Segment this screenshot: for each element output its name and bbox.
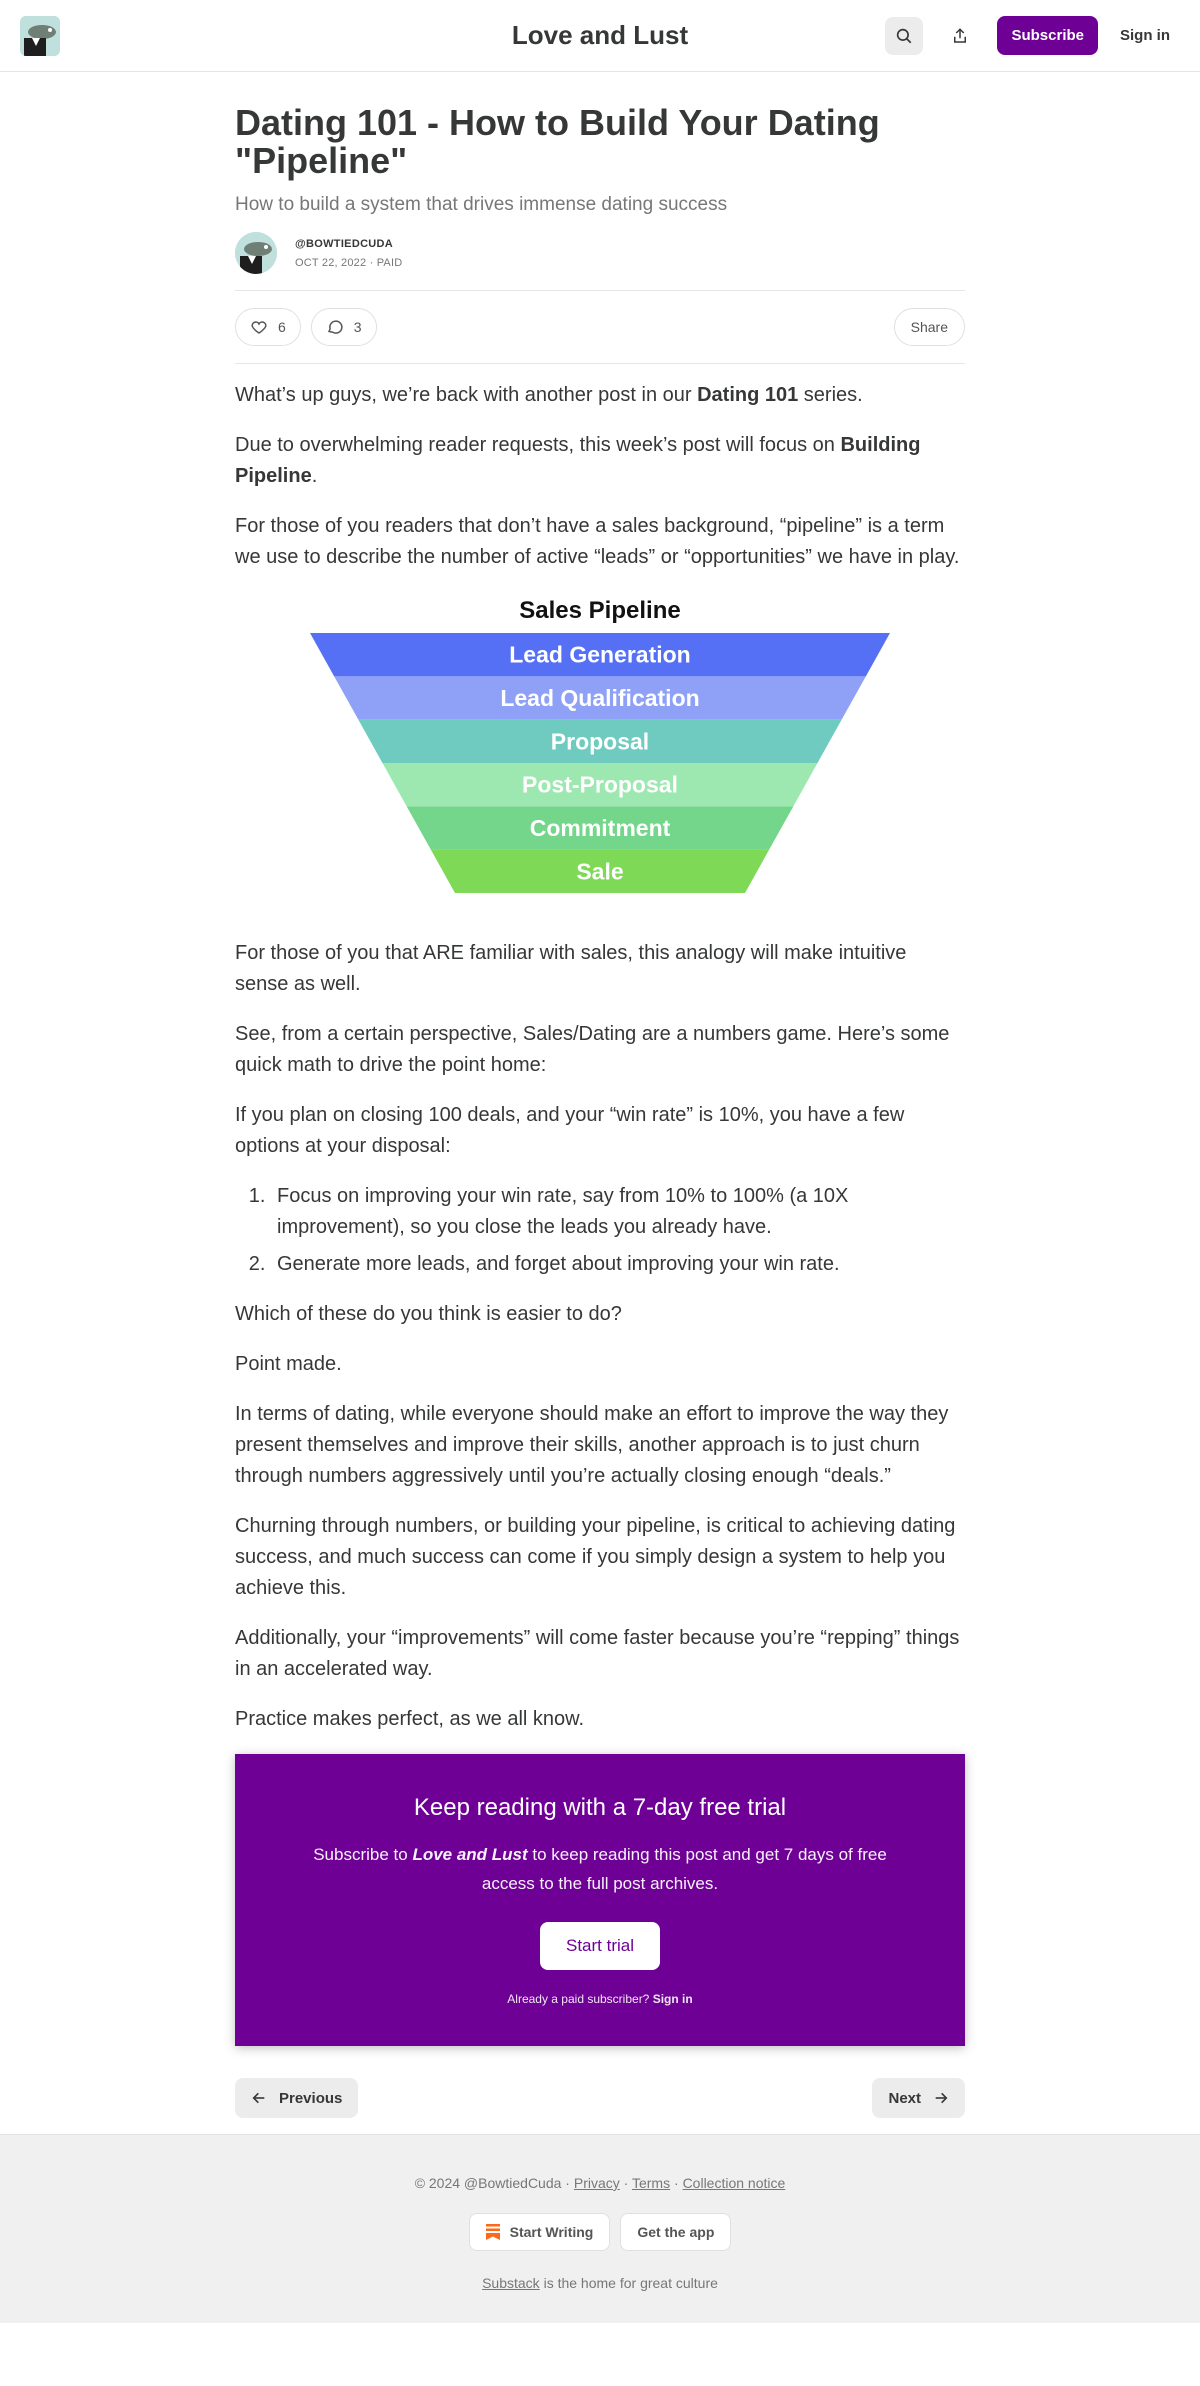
- paragraph: Practice makes perfect, as we all know.: [235, 1708, 585, 1730]
- paywall-heading: Keep reading with a 7-day free trial: [413, 1794, 787, 1821]
- funnel-stage-label: Proposal: [551, 728, 649, 754]
- figure-title: Sales Pipeline: [519, 597, 681, 624]
- paywall-box: Keep reading with a 7-day free trial Sub…: [235, 1754, 965, 2046]
- comment-count: 3: [353, 319, 362, 335]
- next-button[interactable]: Next: [872, 2078, 965, 2118]
- post-navigation: Previous Next: [235, 2078, 965, 2118]
- divider: [235, 290, 965, 291]
- post-title: Dating 101 - How to Build Your Dating "P…: [235, 102, 880, 181]
- share-header-button[interactable]: [941, 17, 979, 55]
- like-count: 6: [278, 319, 286, 335]
- byline: @BOWTIEDCUDA OCT 22, 2022 · PAID: [235, 232, 965, 274]
- funnel-stage: [406, 806, 794, 850]
- share-upload-icon: [954, 27, 967, 43]
- terms-link[interactable]: Terms: [631, 2175, 671, 2191]
- substack-logo-icon: [485, 2224, 500, 2240]
- paywall-description: Subscribe to Love and Lust to keep readi…: [313, 1845, 887, 1893]
- post-date: OCT 22, 2022: [295, 256, 367, 269]
- paragraph: In terms of dating, while everyone shoul…: [235, 1403, 949, 1487]
- footer-links: © 2024 @BowtiedCuda · Privacy · Terms · …: [414, 2175, 786, 2191]
- search-icon: [897, 28, 912, 43]
- post-body: What’s up guys, we’re back with another …: [235, 364, 965, 1735]
- funnel-stage-label: Post-Proposal: [522, 772, 678, 798]
- paragraph: If you plan on closing 100 deals, and yo…: [235, 1104, 905, 1157]
- funnel-stage: [334, 676, 866, 720]
- get-app-button[interactable]: Get the app: [620, 2213, 732, 2251]
- heart-icon: [251, 321, 267, 334]
- funnel-stage: [430, 849, 770, 893]
- paragraph: For those of you that ARE familiar with …: [235, 942, 907, 995]
- privacy-link[interactable]: Privacy: [573, 2175, 620, 2191]
- funnel-stage-label: Commitment: [530, 815, 671, 841]
- paid-subscriber-note: Already a paid subscriber? Sign in: [507, 1992, 693, 2006]
- access-label: PAID: [376, 256, 403, 269]
- paragraph: What’s up guys, we’re back with another …: [235, 384, 863, 406]
- footer-tagline: Substack is the home for great culture: [482, 2275, 718, 2291]
- start-writing-button[interactable]: Start Writing: [468, 2213, 611, 2251]
- search-button[interactable]: [885, 16, 924, 55]
- arrow-right-icon: [935, 2092, 948, 2104]
- divider: [235, 363, 965, 364]
- list-item: Generate more leads, and forget about im…: [271, 1249, 965, 1280]
- funnel-stage-label: Lead Qualification: [500, 685, 699, 711]
- paragraph: Churning through numbers, or building yo…: [235, 1515, 956, 1599]
- author-avatar[interactable]: [235, 232, 277, 274]
- subscribe-button[interactable]: Subscribe: [997, 16, 1098, 55]
- paragraph: See, from a certain perspective, Sales/D…: [235, 1023, 950, 1076]
- post-actions: 6 3 Share: [235, 291, 965, 363]
- post-meta: OCT 22, 2022 · PAID: [295, 257, 402, 269]
- comment-button[interactable]: 3: [310, 308, 377, 346]
- paragraph: Additionally, your “improvements” will c…: [235, 1627, 960, 1680]
- share-button[interactable]: Share: [893, 308, 965, 346]
- post-subtitle: How to build a system that drives immens…: [235, 194, 728, 215]
- funnel-stage-label: Sale: [576, 858, 623, 884]
- paywall-sign-in-link[interactable]: Sign in: [652, 1992, 693, 2006]
- start-trial-button[interactable]: Start trial: [539, 1922, 661, 1970]
- top-bar: Love and Lust Subscribe Sign in: [0, 0, 1200, 72]
- paragraph: Point made.: [235, 1353, 342, 1375]
- arrow-left-icon: [252, 2092, 265, 2104]
- options-list: Focus on improving your win rate, say fr…: [271, 1181, 965, 1280]
- publication-name: Love and Lust: [412, 1845, 528, 1864]
- author-avatar-icon: [235, 232, 277, 274]
- previous-button[interactable]: Previous: [235, 2078, 359, 2118]
- footer: © 2024 @BowtiedCuda · Privacy · Terms · …: [0, 2134, 1200, 2323]
- funnel-stage-label: Lead Generation: [509, 642, 690, 668]
- list-item: Focus on improving your win rate, say fr…: [271, 1181, 965, 1243]
- article: Dating 101 - How to Build Your Dating "P…: [235, 72, 965, 2118]
- funnel-stage: [358, 719, 842, 763]
- substack-link[interactable]: Substack: [482, 2275, 540, 2291]
- paragraph: Which of these do you think is easier to…: [235, 1303, 622, 1325]
- fish-mascot-icon: [20, 15, 60, 56]
- copyright: © 2024 @BowtiedCuda: [414, 2175, 562, 2191]
- author-name[interactable]: @BOWTIEDCUDA: [295, 237, 394, 250]
- paragraph: For those of you readers that don’t have…: [235, 515, 960, 568]
- sign-in-button[interactable]: Sign in: [1120, 27, 1170, 44]
- publication-logo[interactable]: [20, 15, 60, 56]
- comment-bubble-icon: [327, 320, 343, 334]
- funnel-stage: [310, 633, 890, 677]
- like-button[interactable]: 6: [235, 308, 301, 346]
- paragraph: Due to overwhelming reader requests, thi…: [235, 434, 921, 487]
- funnel-stage: [382, 763, 818, 807]
- collection-notice-link[interactable]: Collection notice: [682, 2175, 786, 2191]
- meta-separator: ·: [369, 256, 377, 269]
